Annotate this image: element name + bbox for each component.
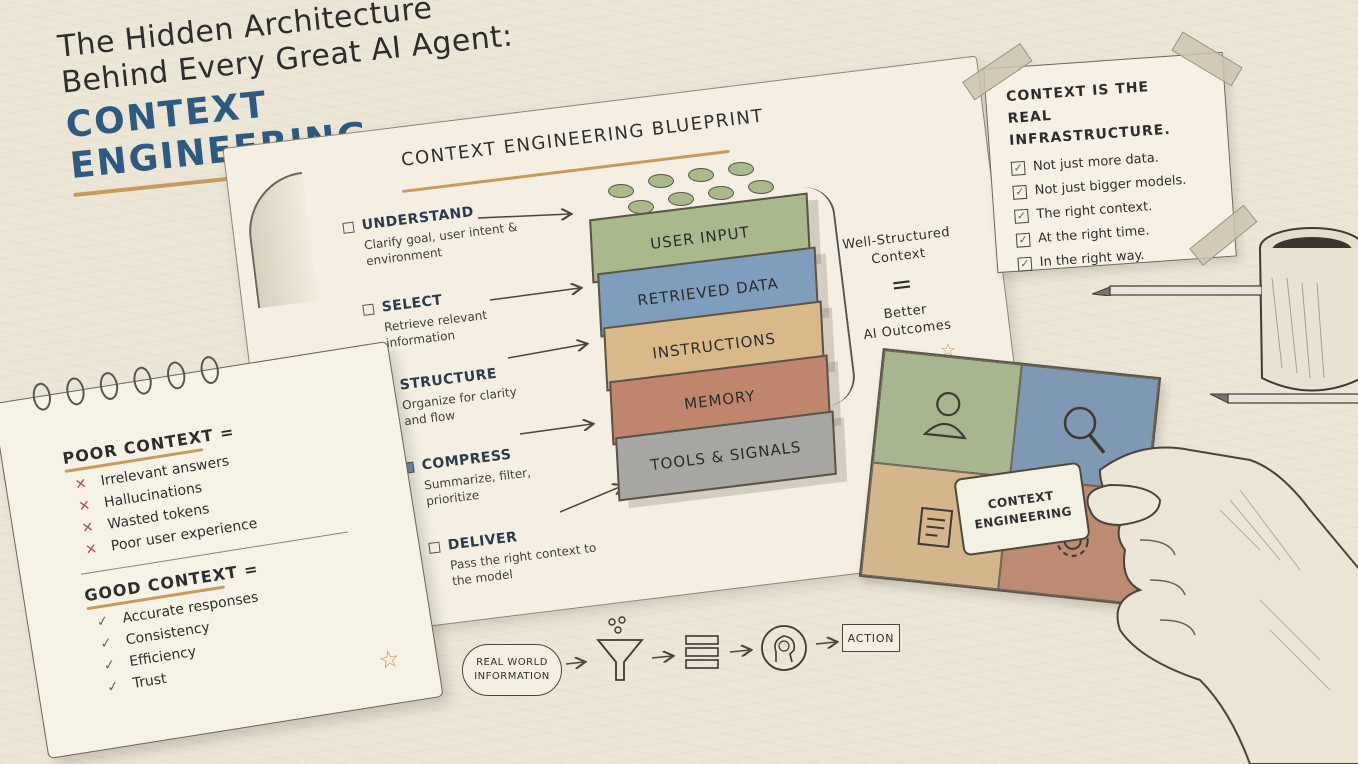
funnel-icon <box>596 616 644 681</box>
magnifier-icon <box>1063 406 1106 454</box>
outcome-equals: = <box>889 268 915 302</box>
check-icon: ✓ <box>105 678 121 696</box>
arrow-select <box>489 288 580 301</box>
block-stud <box>748 180 774 194</box>
star-icon: ☆ <box>376 644 402 676</box>
arrow-understand <box>477 214 570 218</box>
arrow-compress <box>519 424 592 435</box>
sticky-item: ✓ The right context. <box>1014 195 1213 224</box>
cross-icon: ✕ <box>77 497 92 516</box>
person-icon <box>922 391 968 439</box>
sticky-item: ✓ Not just bigger models. <box>1012 171 1211 200</box>
flow-real-world-cloud: REAL WORLD INFORMATION <box>462 644 562 696</box>
flow-action-box: ACTION <box>842 624 900 652</box>
flow-arrow-2 <box>651 656 672 658</box>
arrow-structure <box>507 344 586 359</box>
brain-head-icon <box>761 625 807 671</box>
block-label: RETRIEVED DATA <box>636 274 780 310</box>
puzzle-piece-search <box>1010 364 1160 492</box>
checked-box-icon: ✓ <box>1014 208 1029 224</box>
flow-arrow-1 <box>565 662 584 664</box>
block-stud <box>648 174 674 188</box>
flow-arrow-3 <box>729 650 750 652</box>
pencil-icon <box>1210 393 1358 404</box>
flow-start-line-1: REAL WORLD <box>476 657 548 668</box>
arrow-deliver <box>559 486 622 513</box>
sticky-note: CONTEXT IS THE REAL INFRASTRUCTURE. ✓Not… <box>962 31 1258 274</box>
list-icon <box>685 635 719 669</box>
block-stud <box>688 168 714 182</box>
block-label: TOOLS & SIGNALS <box>649 437 803 475</box>
sticky-item: ✓ At the right time. <box>1015 219 1215 248</box>
block-label: USER INPUT <box>649 222 751 254</box>
puzzle <box>858 347 1162 607</box>
coffee-mug-icon <box>1259 227 1358 392</box>
block-stud <box>708 186 734 200</box>
block-stud <box>728 162 754 176</box>
flow-arrow-4 <box>815 642 836 644</box>
puzzle-piece-document <box>860 462 1010 590</box>
good-item-text: Trust <box>131 670 168 692</box>
sticky-item: ✓ Not just more data. <box>1010 147 1210 176</box>
hand-icon <box>1086 446 1358 764</box>
block-stud <box>608 184 634 198</box>
cross-icon: ✕ <box>73 475 89 494</box>
sticky-item-text: Not just bigger models. <box>1034 172 1187 199</box>
sticky-item-text: Not just more data. <box>1032 150 1160 175</box>
checked-box-icon: ✓ <box>1015 232 1031 248</box>
pencil-icon <box>1092 285 1262 296</box>
notebook-content: POOR CONTEXT = ✕Irrelevant answers ✕Hall… <box>61 402 397 697</box>
checked-box-icon: ✓ <box>1017 256 1033 272</box>
block-label: MEMORY <box>683 386 757 414</box>
checked-box-icon: ✓ <box>1010 160 1026 176</box>
puzzle-piece-user <box>872 350 1022 477</box>
sticky-item-text: The right context. <box>1035 199 1153 223</box>
block-label: INSTRUCTIONS <box>651 329 777 363</box>
sticky-item-text: At the right time. <box>1037 223 1150 247</box>
check-icon: ✓ <box>102 656 117 675</box>
check-icon: ✓ <box>99 634 114 653</box>
notebook: POOR CONTEXT = ✕Irrelevant answers ✕Hall… <box>0 340 444 760</box>
checked-box-icon: ✓ <box>1012 184 1028 200</box>
block-stud <box>668 192 694 206</box>
check-icon: ✓ <box>95 613 110 631</box>
flow-start-line-2: INFORMATION <box>474 671 550 682</box>
outcome-block: Well-Structured Context = Better AI Outc… <box>836 223 969 347</box>
cross-icon: ✕ <box>84 541 99 559</box>
document-icon <box>917 506 954 548</box>
sticky-title: CONTEXT IS THE REAL INFRASTRUCTURE. <box>1005 72 1207 152</box>
cross-icon: ✕ <box>80 519 95 537</box>
